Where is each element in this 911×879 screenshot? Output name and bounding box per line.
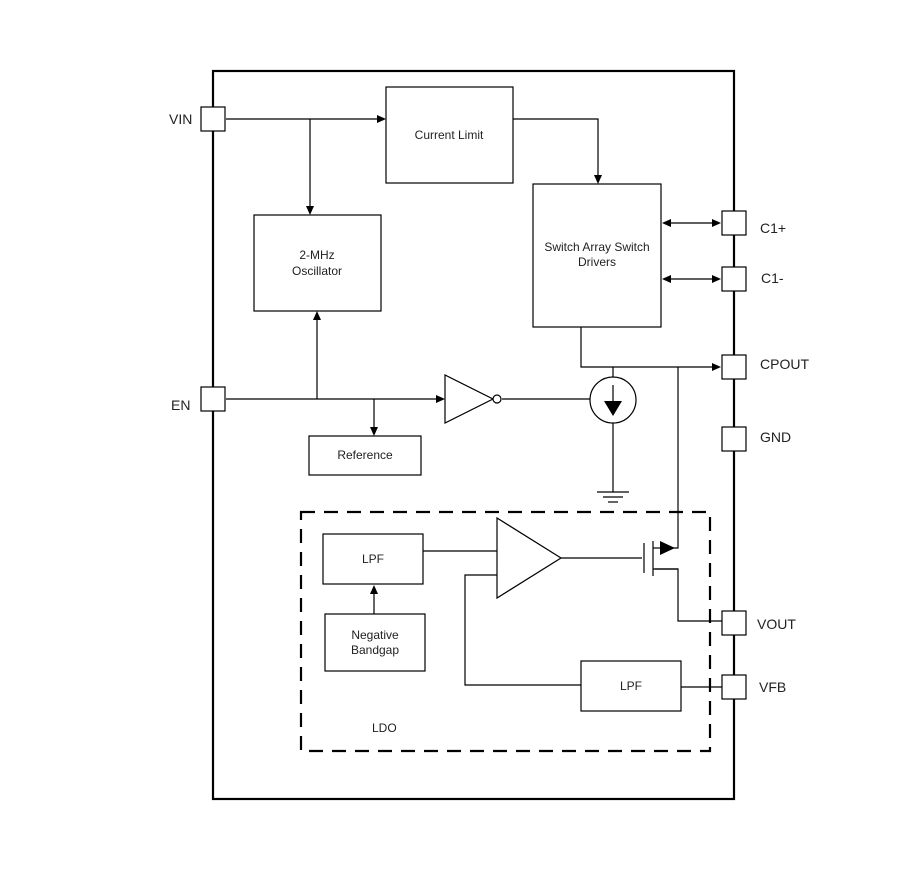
pmos-pass-transistor xyxy=(643,541,678,576)
inverter-symbol xyxy=(444,374,502,424)
pin-gnd: GND xyxy=(721,426,791,452)
wire-feedback-lpf-amp xyxy=(464,574,581,686)
lpf-top-label: LPF xyxy=(362,552,384,566)
pin-vfb: VFB xyxy=(721,674,786,700)
arrow-icon xyxy=(712,219,721,227)
current-source-symbol xyxy=(589,376,637,424)
negative-bandgap-label-line2: Bandgap xyxy=(351,643,399,657)
pin-vout: VOUT xyxy=(721,610,796,636)
pin-c1-plus-label: C1+ xyxy=(760,220,786,236)
oscillator-label-line2: Oscillator xyxy=(292,264,342,278)
pin-vfb-label: VFB xyxy=(759,679,786,695)
switch-array-label-line1: Switch Array Switch xyxy=(544,240,649,254)
arrow-icon xyxy=(306,206,314,215)
ldo-group-boundary xyxy=(299,510,712,753)
arrow-icon xyxy=(662,275,671,283)
arrow-icon xyxy=(377,115,386,123)
pin-gnd-label: GND xyxy=(760,429,791,445)
oscillator-label-line1: 2-MHz xyxy=(299,248,334,262)
reference-label: Reference xyxy=(337,448,393,462)
arrow-icon xyxy=(370,585,378,594)
arrow-icon xyxy=(712,275,721,283)
arrow-icon xyxy=(313,311,321,320)
error-amplifier-symbol xyxy=(496,516,563,600)
wire-mosfet-vout xyxy=(655,568,722,622)
switch-array-block: Switch Array Switch Drivers xyxy=(532,183,662,328)
arrow-icon xyxy=(662,219,671,227)
arrow-icon xyxy=(370,427,378,436)
ldo-group-label: LDO xyxy=(372,721,397,735)
arrow-icon xyxy=(594,175,602,184)
pin-en: EN xyxy=(171,386,226,413)
reference-block: Reference xyxy=(308,435,422,476)
wire-current-limit-switch-array xyxy=(513,118,599,176)
current-limit-block: Current Limit xyxy=(385,86,514,184)
arrow-icon xyxy=(712,363,721,371)
oscillator-block: 2-MHz Oscillator xyxy=(253,214,382,312)
ground-icon xyxy=(597,491,629,503)
negative-bandgap-label-line1: Negative xyxy=(351,628,399,642)
pin-cpout-label: CPOUT xyxy=(760,356,809,372)
lpf-top-block: LPF xyxy=(322,533,424,585)
lpf-bottom-label: LPF xyxy=(620,679,642,693)
pin-c1-plus: C1+ xyxy=(721,210,786,236)
current-limit-label: Current Limit xyxy=(415,128,484,142)
pin-vout-label: VOUT xyxy=(757,616,796,632)
arrow-icon xyxy=(436,395,445,403)
switch-array-label-line2: Drivers xyxy=(578,255,616,269)
pin-vin: VIN xyxy=(169,106,226,132)
negative-bandgap-block: Negative Bandgap xyxy=(324,613,426,672)
pin-vin-label: VIN xyxy=(169,111,192,127)
pin-c1-minus: C1- xyxy=(721,266,784,292)
pin-c1-minus-label: C1- xyxy=(761,270,784,286)
wire-cpout-mosfet xyxy=(668,367,679,549)
pin-cpout: CPOUT xyxy=(721,354,809,380)
pin-en-label: EN xyxy=(171,397,190,413)
wire-switch-array-cpout xyxy=(580,327,713,368)
lpf-bottom-block: LPF xyxy=(580,660,682,712)
